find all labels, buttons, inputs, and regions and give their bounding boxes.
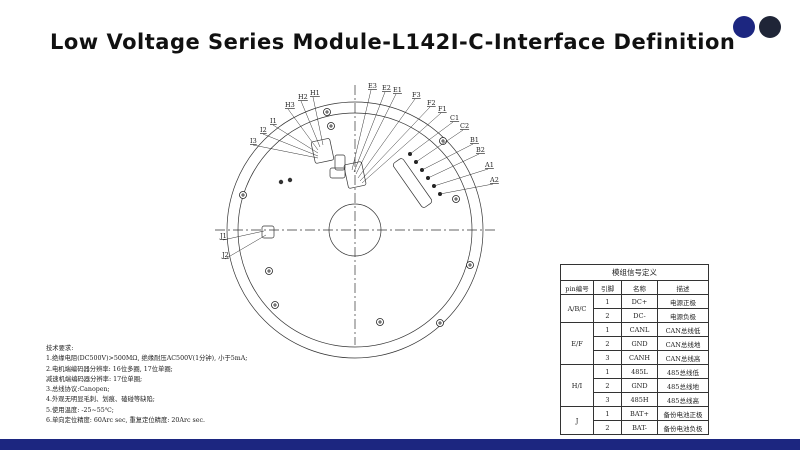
- table-cell: GND: [621, 336, 658, 351]
- pin-label: H3: [285, 101, 295, 109]
- screw-icon: [323, 108, 331, 116]
- table-cell: 1: [593, 322, 622, 337]
- table-cell: 485总线高: [657, 392, 709, 407]
- connector-hi: [310, 138, 335, 164]
- table-cell: 2: [593, 336, 622, 351]
- connector-abc: [392, 158, 433, 208]
- table-header: 名称: [621, 280, 658, 295]
- table-title: 模组信号定义: [560, 264, 709, 281]
- pin-label: I2: [260, 126, 267, 134]
- note-line: 减速机端编码器分辨率: 17位单圈;: [46, 375, 143, 383]
- note-line: 2.电机端编码器分辨率: 16位多圈, 17位单圈;: [46, 365, 173, 373]
- screw-icon: [439, 137, 447, 145]
- table-cell: CAN总线低: [657, 322, 709, 337]
- pin-label: J1: [219, 232, 227, 240]
- table-cell: 备份电池负极: [657, 420, 709, 435]
- page-title: Low Voltage Series Module-L142I-C-Interf…: [50, 30, 736, 54]
- pin-label: E3: [368, 82, 377, 90]
- pin-label: B2: [476, 146, 485, 154]
- screw-icon: [239, 191, 247, 199]
- table-header: 引脚: [593, 280, 622, 295]
- table-cell: CANH: [621, 350, 658, 365]
- table-cell: GND: [621, 378, 658, 393]
- table-cell: 485L: [621, 364, 658, 379]
- table-cell: DC-: [621, 308, 658, 323]
- connector-j: [261, 225, 275, 239]
- note-line: 3.总线协议:Canopen;: [46, 386, 110, 394]
- pin-label: E1: [393, 86, 402, 94]
- table-cell: CAN总线高: [657, 350, 709, 365]
- decor-dot-dark: [759, 16, 781, 38]
- table-cell: 备份电池正极: [657, 406, 709, 421]
- table-cell: BAT-: [621, 420, 658, 435]
- pin-label: C1: [450, 114, 459, 122]
- screw-icon: [436, 319, 444, 327]
- notes-heading: 技术要求:: [46, 345, 74, 352]
- screw-icon: [376, 318, 384, 326]
- pin-label: E2: [382, 84, 391, 92]
- pin-label: I3: [250, 137, 257, 145]
- table-cell: 485总线地: [657, 378, 709, 393]
- screw-icon: [265, 267, 273, 275]
- table-cell: 2: [593, 308, 622, 323]
- pin-label: J2: [221, 251, 229, 259]
- table-cell: 2: [593, 420, 622, 435]
- pin-cell: H/I: [560, 364, 594, 407]
- table-header: pin编号: [560, 280, 594, 295]
- pin-label: F1: [438, 105, 447, 113]
- connector-ef: [343, 161, 367, 189]
- pin-label: H2: [298, 93, 308, 101]
- technical-notes: 技术要求: 1.绝缘电阻(DC500V)>500MΩ, 绝缘耐压AC500V(1…: [46, 344, 247, 426]
- screw-icon: [327, 122, 335, 130]
- pin-label: I1: [270, 117, 277, 125]
- pin-label: H1: [310, 89, 320, 97]
- table-cell: 485H: [621, 392, 658, 407]
- table-cell: 1: [593, 406, 622, 421]
- pin-label: F3: [412, 91, 421, 99]
- pin-label: A2: [489, 176, 499, 184]
- pin-cell: A/B/C: [560, 294, 594, 323]
- pin-label: F2: [427, 99, 436, 107]
- note-line: 5.使用温度: -25~55℃;: [46, 406, 114, 414]
- table-cell: 电源负极: [657, 308, 709, 323]
- bottom-bar: [0, 439, 800, 450]
- table-cell: 3: [593, 350, 622, 365]
- table-cell: 1: [593, 294, 622, 309]
- note-line: 1.绝缘电阻(DC500V)>500MΩ, 绝缘耐压AC500V(1分钟), 小…: [46, 355, 248, 363]
- outer-ring: [226, 101, 484, 359]
- screw-icon: [271, 301, 279, 309]
- note-line: 6.单向定位精度: 60Arc sec, 重复定位精度: 20Arc sec.: [46, 417, 205, 425]
- table-cell: BAT+: [621, 406, 658, 421]
- table-cell: CANL: [621, 322, 658, 337]
- table-cell: CAN总线地: [657, 336, 709, 351]
- table-cell: 485总线低: [657, 364, 709, 379]
- pin-label: C2: [460, 122, 469, 130]
- pin-label: A1: [484, 161, 494, 169]
- pin-cell: E/F: [560, 322, 594, 365]
- pin-label: B1: [470, 136, 479, 144]
- screw-icon: [466, 261, 474, 269]
- table-header: 描述: [657, 280, 709, 295]
- table-cell: 2: [593, 378, 622, 393]
- table-cell: 1: [593, 364, 622, 379]
- table-cell: DC+: [621, 294, 658, 309]
- pin-cell: J: [560, 406, 594, 435]
- decor-dot-blue: [733, 16, 755, 38]
- note-line: 4.外观无明显毛刺、划痕、磕碰等缺陷;: [46, 396, 155, 404]
- screw-icon: [452, 195, 460, 203]
- table-cell: 电源正极: [657, 294, 709, 309]
- table-cell: 3: [593, 392, 622, 407]
